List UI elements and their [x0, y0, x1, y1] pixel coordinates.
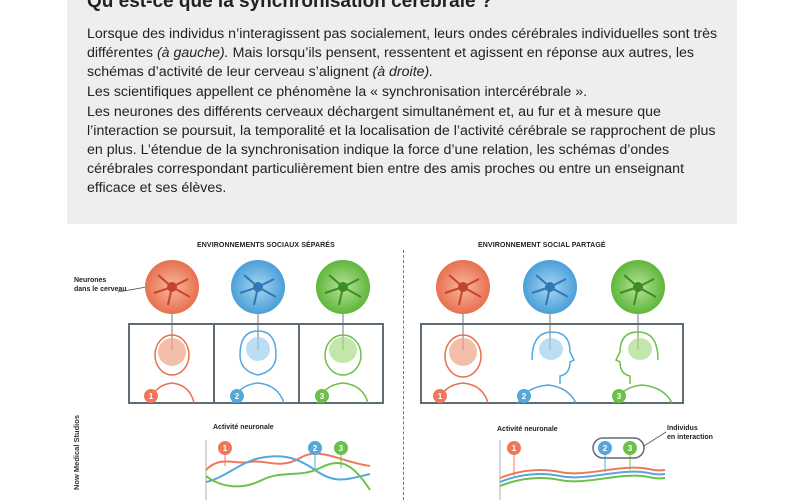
interaction-pointer-line [643, 431, 667, 447]
badge-text: 2 [522, 392, 527, 401]
activity-line-right-1 [499, 466, 666, 479]
badge-text: 1 [149, 392, 154, 401]
badge-text: 3 [320, 392, 325, 401]
interaction-highlight [592, 437, 645, 459]
intro-text-c: Mais lorsqu’ils pensent, ressentent et a… [87, 45, 695, 80]
activity-line-left-2 [205, 455, 371, 483]
badge-text: 1 [438, 392, 443, 401]
badge-head-left-1: 1 [144, 389, 158, 403]
paragraph-details: Les neurones des différents cerveaux déc… [87, 104, 716, 196]
activity-label-right: Activité neuronale [497, 426, 558, 433]
badge-chart-right-2: 2 [598, 441, 612, 455]
neuron-circle-right-3 [611, 260, 665, 314]
article-title: Qu’est-ce que la synchronisation cérébra… [87, 0, 493, 12]
left-heads-frame [128, 323, 384, 404]
activity-chart-left [205, 440, 371, 500]
badge-text: 2 [603, 444, 608, 453]
neurons-label: Neurones dans le cerveau [74, 276, 127, 294]
activity-chart-right [499, 431, 667, 500]
neuron-circle-left-1 [145, 260, 199, 314]
badge-text: 3 [339, 444, 344, 453]
neuron-circle-left-2 [231, 260, 285, 314]
badge-head-right-3: 3 [612, 389, 626, 403]
badge-head-right-2: 2 [517, 389, 531, 403]
activity-line-left-1 [205, 452, 371, 471]
activity-line-right-3 [499, 474, 666, 487]
interaction-label-line2: en interaction [667, 434, 713, 441]
badge-chart-right-1: 1 [507, 441, 521, 455]
interaction-label-line1: Individus [667, 425, 698, 432]
activity-label-left: Activité neuronale [213, 424, 274, 431]
badge-chart-left-1: 1 [218, 441, 232, 455]
badge-text: 1 [512, 444, 517, 453]
intro-right-note: (à droite). [372, 64, 434, 80]
neuron-circle-right-1 [436, 260, 490, 314]
badge-text: 3 [628, 444, 633, 453]
badge-text: 1 [223, 444, 228, 453]
badge-text: 2 [313, 444, 318, 453]
neurons-label-line2: dans le cerveau [74, 286, 127, 293]
right-heads-frame [420, 323, 684, 404]
left-section-title: ENVIRONNEMENTS SOCIAUX SÉPARÉS [197, 242, 335, 249]
badge-head-left-2: 2 [230, 389, 244, 403]
neuron-circle-right-2 [523, 260, 577, 314]
neuron-connectors [171, 314, 639, 350]
activity-line-left-3 [205, 462, 371, 491]
paragraph-definition: Les scientifiques appellent ce phénomène… [87, 84, 588, 100]
badge-chart-left-2: 2 [308, 441, 322, 455]
intro-text-a: Lorsque des individus n’interagissent pa… [87, 26, 718, 61]
badge-text: 3 [617, 392, 622, 401]
neurons-label-line1: Neurones [74, 277, 107, 284]
interaction-label: Individus en interaction [667, 424, 713, 442]
badge-head-right-1: 1 [433, 389, 447, 403]
badge-chart-left-3: 3 [334, 441, 348, 455]
badge-head-left-3: 3 [315, 389, 329, 403]
badge-text: 2 [235, 392, 240, 401]
text-panel: Qu’est-ce que la synchronisation cérébra… [67, 0, 737, 224]
activity-line-right-2 [499, 470, 666, 483]
section-divider [403, 250, 404, 500]
right-section-title: ENVIRONNEMENT SOCIAL PARTAGÉ [478, 242, 606, 249]
intro-left-note: (à gauche). [156, 45, 229, 61]
badge-chart-right-3: 3 [623, 441, 637, 455]
paragraph-intro: Lorsque des individus n’interagissent pa… [87, 25, 727, 82]
neuron-circle-left-3 [316, 260, 370, 314]
